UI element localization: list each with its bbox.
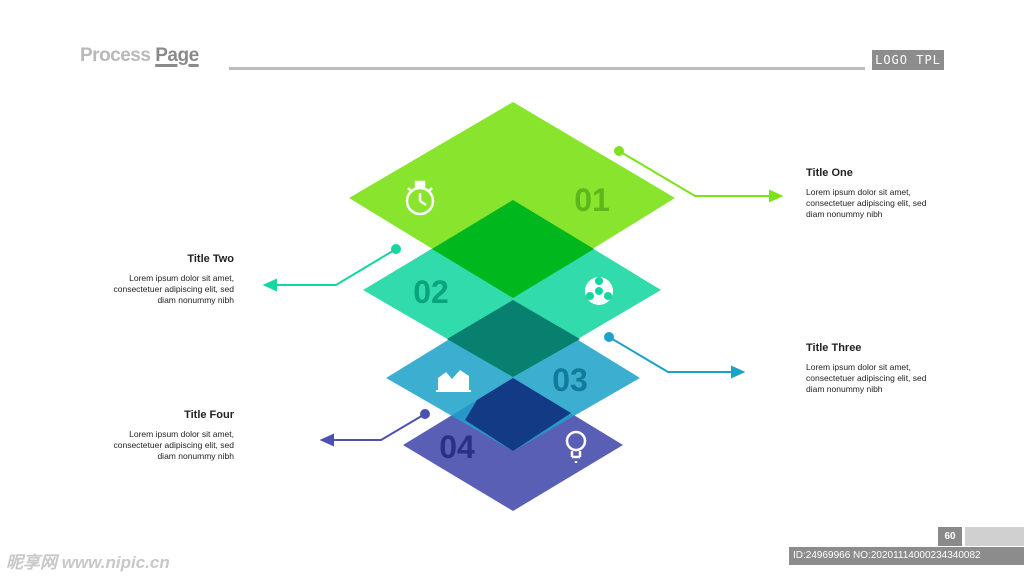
annotation-one-text: Lorem ipsum dolor sit amet, consectetuer… bbox=[806, 187, 927, 219]
watermark-right: ID:24969966 NO:20201114000234340082 bbox=[789, 547, 1024, 565]
overlap-02-03 bbox=[447, 300, 580, 377]
biohazard-icon bbox=[585, 277, 613, 305]
page-title: Process Page bbox=[80, 45, 199, 67]
connector-four bbox=[319, 409, 430, 447]
logo: LOGO TPL bbox=[872, 50, 944, 70]
annotation-two: Title Two Lorem ipsum dolor sit amet, co… bbox=[99, 253, 235, 306]
annotation-one-title: Title One bbox=[806, 167, 853, 179]
connector-one bbox=[614, 146, 784, 203]
annotation-three-text: Lorem ipsum dolor sit amet, consectetuer… bbox=[806, 362, 927, 394]
lightbulb-icon bbox=[565, 430, 587, 463]
annotation-one: Title One Lorem ipsum dolor sit amet, co… bbox=[806, 167, 941, 220]
page-title-part1: Process bbox=[80, 45, 156, 66]
annotation-four: Title Four Lorem ipsum dolor sit amet, c… bbox=[99, 409, 235, 462]
annotation-four-text: Lorem ipsum dolor sit amet, consectetuer… bbox=[113, 429, 235, 461]
layer-01 bbox=[349, 102, 675, 298]
layer-04-number: 04 bbox=[439, 429, 475, 465]
page-title-part2: Page bbox=[155, 45, 199, 66]
page-number: 60 bbox=[938, 527, 962, 546]
annotation-three-title: Title Three bbox=[806, 342, 862, 354]
annotation-four-title: Title Four bbox=[184, 409, 234, 421]
connector-three bbox=[604, 332, 746, 379]
connector-two bbox=[262, 244, 401, 292]
area-chart-icon bbox=[436, 370, 471, 392]
header-divider bbox=[229, 67, 865, 70]
annotation-three: Title Three Lorem ipsum dolor sit amet, … bbox=[806, 342, 941, 395]
annotation-two-text: Lorem ipsum dolor sit amet, consectetuer… bbox=[113, 273, 235, 305]
annotation-two-title: Title Two bbox=[187, 253, 234, 265]
layer-01-number: 01 bbox=[574, 182, 610, 218]
overlap-01-02 bbox=[432, 200, 594, 298]
overlap-03-04 bbox=[465, 378, 571, 451]
stopwatch-icon bbox=[405, 180, 435, 216]
layer-03-number: 03 bbox=[552, 362, 588, 398]
watermark-left: 昵享网 www.nipic.cn bbox=[6, 553, 170, 572]
layer-02-number: 02 bbox=[413, 274, 449, 310]
page-number-bar bbox=[965, 527, 1024, 546]
